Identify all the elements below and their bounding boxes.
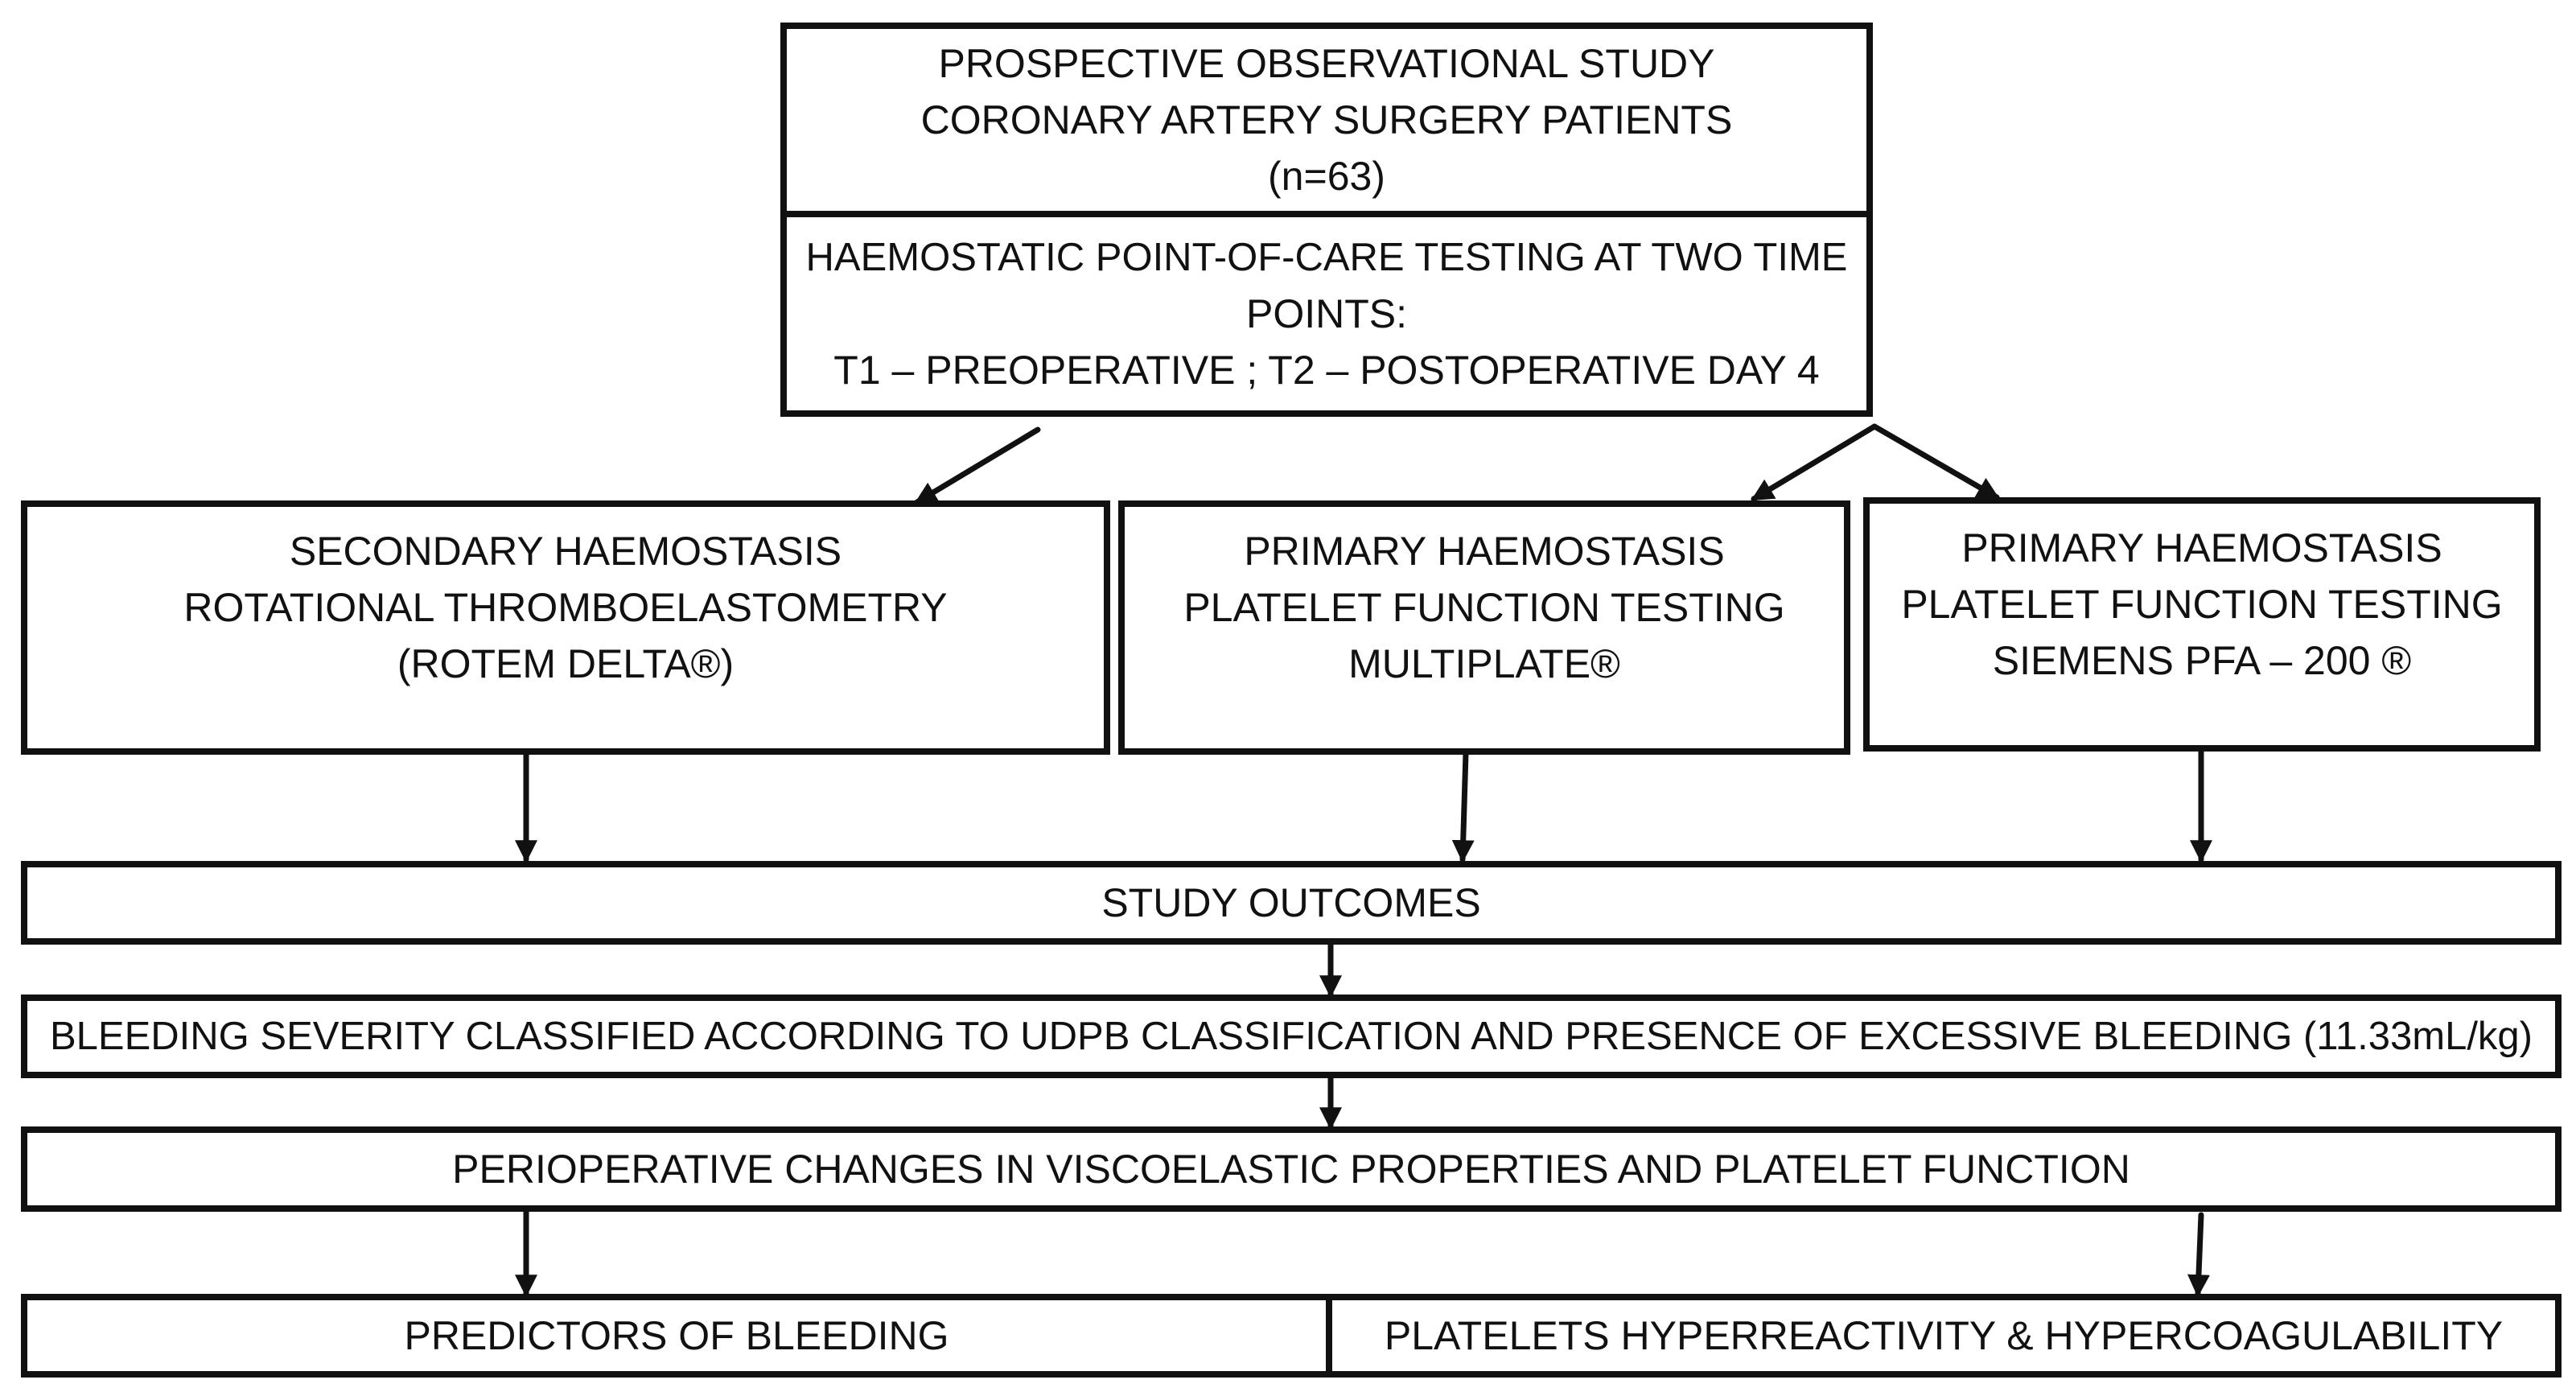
- rotem-line-2: ROTATIONAL THROMBOELASTOMETRY: [183, 585, 948, 630]
- rotem-box: SECONDARY HAEMOSTASIS ROTATIONAL THROMBO…: [21, 500, 1110, 755]
- outcomes-label: STUDY OUTCOMES: [1101, 880, 1481, 925]
- pfa-line-3: SIEMENS PFA – 200 ®: [1992, 638, 2412, 683]
- poc-line-3: T1 – PREOPERATIVE ; T2 – POSTOPERATIVE D…: [833, 348, 1820, 393]
- rotem-line-1: SECONDARY HAEMOSTASIS: [289, 529, 842, 574]
- study-line-2: CORONARY ARTERY SURGERY PATIENTS: [920, 97, 1733, 142]
- arrow-poc-to-multiplate: [1751, 423, 1878, 502]
- perioperative-changes-box: PERIOPERATIVE CHANGES IN VISCOELASTIC PR…: [21, 1126, 2562, 1212]
- study-outcomes-box: STUDY OUTCOMES: [21, 861, 2562, 945]
- study-line-3: (n=63): [1268, 154, 1385, 199]
- arrow-changes-to-hyper: [2187, 1212, 2210, 1298]
- poc-testing-box: HAEMOSTATIC POINT-OF-CARE TESTING AT TWO…: [780, 211, 1873, 417]
- pfa-box: PRIMARY HAEMOSTASIS PLATELET FUNCTION TE…: [1863, 497, 2541, 752]
- multiplate-line-1: PRIMARY HAEMOSTASIS: [1244, 529, 1725, 574]
- poc-line-1: HAEMOSTATIC POINT-OF-CARE TESTING AT TWO…: [805, 236, 1848, 279]
- bleeding-severity-box: BLEEDING SEVERITY CLASSIFIED ACCORDING T…: [21, 995, 2562, 1078]
- changes-label: PERIOPERATIVE CHANGES IN VISCOELASTIC PR…: [452, 1147, 2130, 1192]
- bleeding-label: BLEEDING SEVERITY CLASSIFIED ACCORDING T…: [49, 1015, 2533, 1058]
- study-population-box: PROSPECTIVE OBSERVATIONAL STUDY CORONARY…: [780, 23, 1873, 217]
- predictors-box: PREDICTORS OF BLEEDING: [21, 1294, 1332, 1378]
- rotem-line-3: (ROTEM DELTA®): [397, 641, 735, 686]
- arrow-multiplate-to-outcomes: [1451, 750, 1475, 863]
- multiplate-box: PRIMARY HAEMOSTASIS PLATELET FUNCTION TE…: [1118, 500, 1850, 755]
- pfa-line-1: PRIMARY HAEMOSTASIS: [1961, 525, 2442, 570]
- hyperreactivity-box: PLATELETS HYPERREACTIVITY & HYPERCOAGULA…: [1326, 1294, 2562, 1378]
- study-line-1: PROSPECTIVE OBSERVATIONAL STUDY: [938, 41, 1715, 86]
- hyper-label: PLATELETS HYPERREACTIVITY & HYPERCOAGULA…: [1384, 1313, 2504, 1358]
- pfa-line-2: PLATELET FUNCTION TESTING: [1901, 582, 2503, 627]
- arrow-poc-to-pfa: [1871, 423, 2000, 500]
- predictors-label: PREDICTORS OF BLEEDING: [404, 1313, 949, 1358]
- multiplate-line-3: MULTIPLATE®: [1348, 641, 1620, 686]
- poc-line-2: POINTS:: [1245, 291, 1408, 336]
- arrow-poc-to-rotem: [914, 426, 1041, 505]
- multiplate-line-2: PLATELET FUNCTION TESTING: [1183, 585, 1785, 630]
